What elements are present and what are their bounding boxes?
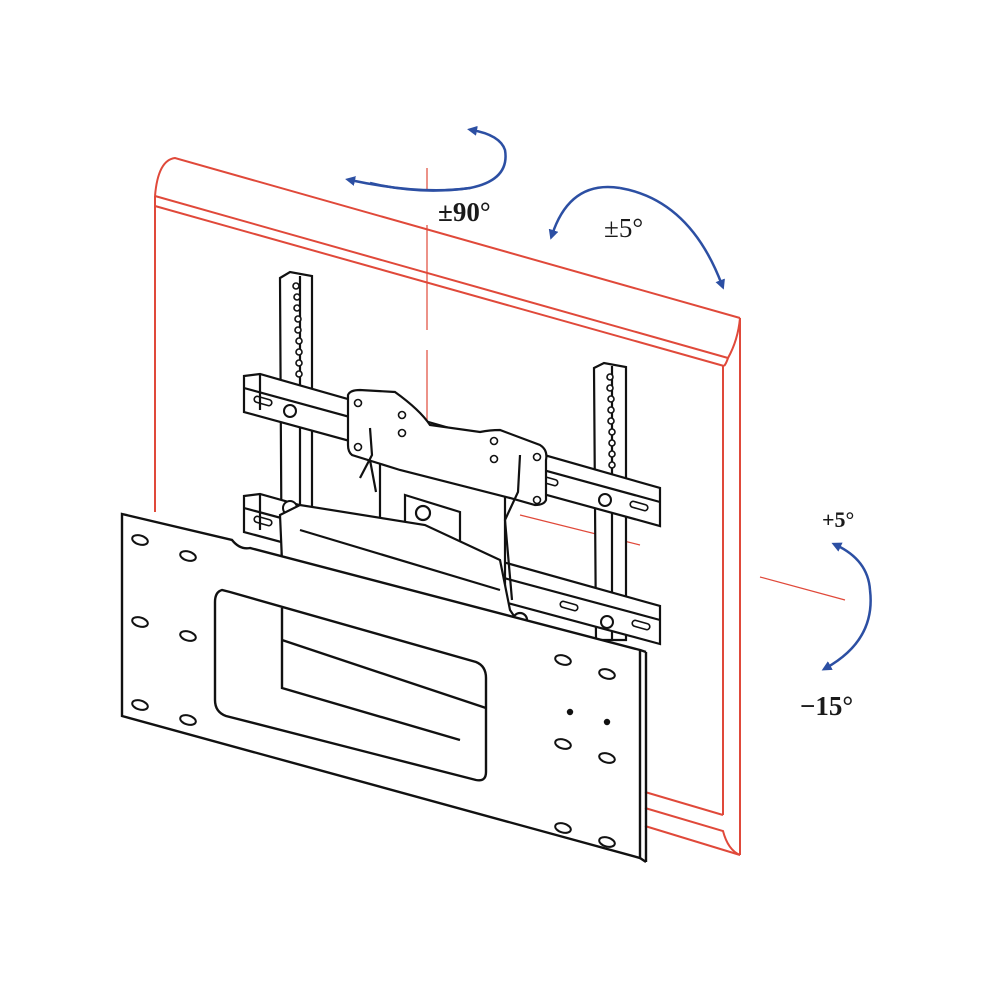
wall-plate (120, 512, 648, 863)
tilt-up-label: +5° (822, 507, 854, 532)
level-arrow-icon (548, 185, 725, 290)
tilt-down-label: −15° (800, 691, 853, 721)
swivel-angle-label: ±90° (438, 197, 491, 227)
swivel-arrow-icon (345, 125, 507, 192)
level-angle-label: ±5° (604, 213, 643, 243)
tv-outline (154, 156, 741, 856)
tilt-arrow-icon (821, 542, 872, 671)
